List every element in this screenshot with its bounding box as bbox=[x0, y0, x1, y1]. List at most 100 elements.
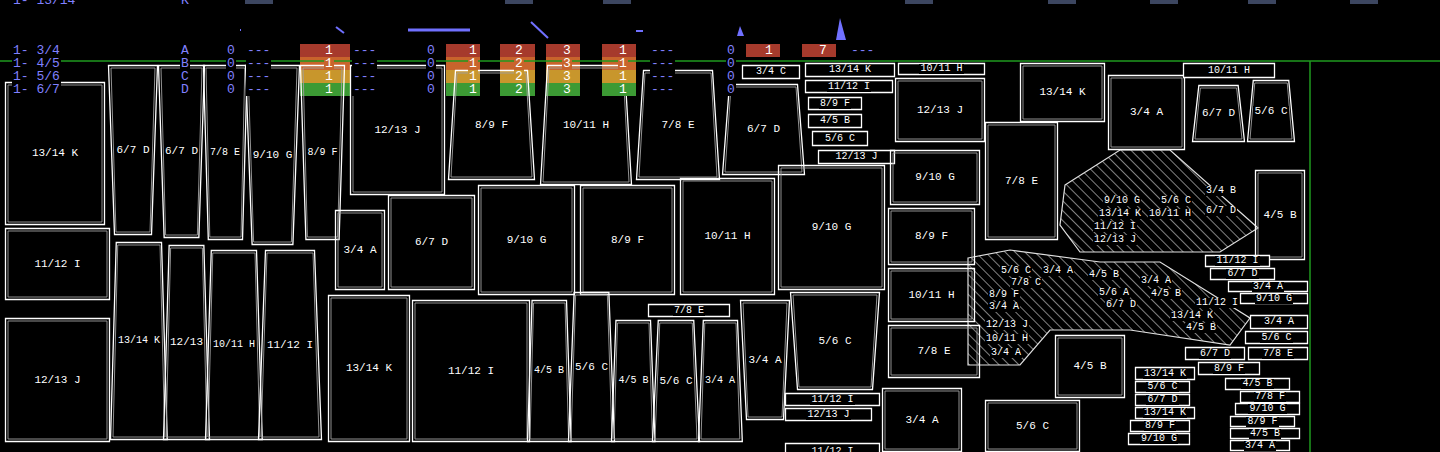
quantity-cells bbox=[300, 44, 836, 96]
piece-text-holder: 4/5 B bbox=[1055, 335, 1125, 398]
piece-text-holder: 3/4 A bbox=[740, 300, 790, 420]
cut-line bbox=[1251, 316, 1308, 329]
piece-text-holder: 4/5 B bbox=[527, 300, 572, 442]
cut-line bbox=[203, 66, 247, 240]
piece-text-holder: 10/11 H bbox=[680, 178, 775, 295]
piece-text-holder: 3/4 A bbox=[1108, 75, 1185, 150]
marker-table-cell: --- bbox=[352, 57, 377, 70]
sew-line bbox=[8, 85, 102, 222]
sew-line bbox=[166, 248, 207, 437]
size-label: 11/12 I bbox=[810, 447, 854, 452]
cut-line bbox=[111, 243, 168, 440]
cut-line bbox=[809, 115, 862, 128]
sew-line bbox=[988, 125, 1055, 237]
size-label: 5/6 C bbox=[1146, 382, 1178, 392]
size-label: 5/6 C bbox=[1015, 421, 1050, 432]
pattern-piece: 9/10 G bbox=[1128, 433, 1190, 445]
size-label: 13/14 K bbox=[1038, 87, 1086, 98]
size-label: 4/5 B bbox=[1072, 361, 1107, 372]
pattern-piece: 8/9 F bbox=[888, 208, 975, 265]
sew-line bbox=[391, 198, 472, 287]
size-label: 11/12 I bbox=[447, 366, 495, 377]
marker-table-cell: 1- 6/7 bbox=[12, 83, 61, 96]
size-label: 6/7 D bbox=[115, 145, 150, 156]
cut-line bbox=[637, 71, 720, 180]
cut-line bbox=[889, 209, 975, 265]
marker-table-cell: 3 bbox=[562, 83, 572, 96]
overlap-piece-label: 4/5 B bbox=[1150, 289, 1182, 299]
pattern-piece: 9/10 G bbox=[890, 150, 980, 205]
pattern-piece: 11/12 I bbox=[5, 228, 110, 300]
cut-line bbox=[791, 293, 880, 390]
size-label: 11/12 I bbox=[810, 395, 854, 405]
marker-table-cell: 1 bbox=[324, 70, 334, 83]
cut-line bbox=[1056, 336, 1125, 398]
pattern-piece: 3/4 A bbox=[882, 388, 962, 452]
size-label: 13/14 K bbox=[117, 336, 161, 346]
overlap-piece-label: 9/10 G bbox=[1103, 196, 1141, 206]
pattern-piece: 9/10 G bbox=[1240, 293, 1308, 304]
size-label: 10/11 H bbox=[919, 64, 963, 74]
cut-line bbox=[1241, 392, 1300, 403]
size-label: 9/10 G bbox=[252, 150, 294, 161]
piece-text-holder: 13/14 K bbox=[5, 82, 105, 225]
piece-text-holder: 7/8 E bbox=[1248, 347, 1308, 360]
cut-line bbox=[806, 64, 895, 77]
pattern-piece: 7/8 E bbox=[648, 304, 730, 317]
cut-line bbox=[786, 409, 872, 421]
pattern-piece: 12/13 J bbox=[895, 78, 985, 142]
overlap-piece-label: 12/13 J bbox=[985, 320, 1029, 330]
sew-line bbox=[571, 295, 612, 439]
size-label: 4/5 B bbox=[819, 116, 851, 126]
sew-line bbox=[111, 68, 155, 232]
pattern-piece: 3/4 A bbox=[740, 300, 790, 420]
sew-line bbox=[415, 303, 527, 439]
pattern-piece: 3/4 A bbox=[335, 210, 385, 290]
cut-line bbox=[1231, 441, 1290, 451]
overlap-piece-label: 3/4 A bbox=[1140, 276, 1172, 286]
pattern-piece: 8/9 F bbox=[1198, 362, 1260, 375]
size-label: 9/10 G bbox=[506, 235, 548, 246]
sew-line bbox=[891, 328, 977, 375]
size-label: 6/7 D bbox=[1226, 269, 1258, 279]
cut-line bbox=[889, 269, 975, 322]
sew-line bbox=[793, 295, 877, 387]
cut-line bbox=[819, 151, 895, 164]
size-label: 6/7 D bbox=[1146, 395, 1178, 405]
overlap-piece-label: 5/6 C bbox=[1160, 196, 1192, 206]
cut-line bbox=[786, 444, 880, 452]
size-label: 5/6 C bbox=[658, 376, 693, 387]
pattern-piece: 11/12 I bbox=[785, 443, 880, 452]
sew-line bbox=[530, 303, 569, 439]
overlap-piece-label: 3/4 B bbox=[1205, 186, 1237, 196]
marker-table-cell: 2 bbox=[514, 70, 524, 83]
size-label: 4/5 B bbox=[1249, 429, 1281, 439]
size-label: 10/11 H bbox=[703, 231, 751, 242]
pattern-piece: 10/11 H bbox=[1183, 63, 1275, 78]
piece-text-holder: 12/13 J bbox=[5, 318, 110, 442]
pattern-piece: 4/5 B bbox=[1055, 335, 1125, 398]
size-label: 8/9 F bbox=[914, 231, 949, 242]
marker-table-cell: 0 bbox=[726, 83, 736, 96]
pattern-piece: 8/9 F bbox=[808, 97, 862, 110]
size-label: 10/11 H bbox=[212, 340, 256, 350]
sew-line bbox=[891, 211, 972, 262]
piece-text-holder: 11/12 I bbox=[1205, 255, 1270, 267]
size-label: 3/4 A bbox=[1129, 107, 1164, 118]
marker-table-cell: --- bbox=[650, 70, 675, 83]
marker-table-cell: 1 bbox=[618, 57, 628, 70]
sew-line bbox=[8, 321, 107, 439]
piece-text-holder: 4/5 B bbox=[808, 114, 862, 128]
cut-line bbox=[786, 394, 880, 406]
marker-table-cell: 2 bbox=[514, 83, 524, 96]
size-label: 9/10 G bbox=[811, 222, 853, 233]
pattern-piece: 11/12 I bbox=[785, 393, 880, 406]
marker-table-cell: --- bbox=[850, 44, 875, 57]
piece-text-holder: 5/6 C bbox=[985, 400, 1080, 452]
pattern-piece: 3/4 A bbox=[1230, 440, 1290, 451]
pattern-piece: 12/13 J bbox=[785, 408, 872, 421]
cut-line bbox=[1211, 269, 1275, 280]
cut-line bbox=[1109, 76, 1185, 150]
sew-line bbox=[891, 271, 972, 319]
size-label: 8/9 F bbox=[306, 148, 338, 158]
